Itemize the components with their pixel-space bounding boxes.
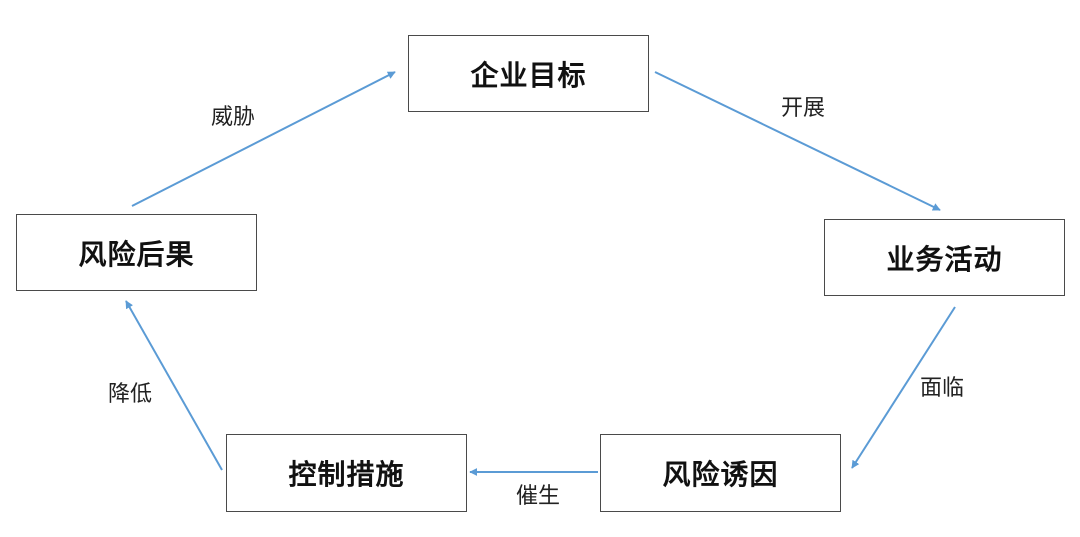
arrow-goal-to-activity <box>654 71 941 211</box>
edge-label-inducement-to-control: 催生 <box>516 484 561 509</box>
node-goal: 企业目标 <box>408 35 649 112</box>
edge-label-consequence-to-goal: 威胁 <box>211 105 256 130</box>
arrow-control-to-consequence <box>125 300 223 471</box>
node-inducement: 风险诱因 <box>600 434 841 512</box>
node-activity: 业务活动 <box>824 219 1065 296</box>
edge-label-control-to-consequence: 降低 <box>108 382 153 407</box>
arrow-consequence-to-goal <box>131 71 396 207</box>
node-consequence: 风险后果 <box>16 214 257 291</box>
arrow-activity-to-inducement <box>851 306 956 469</box>
edge-label-activity-to-inducement: 面临 <box>920 376 965 401</box>
edge-label-goal-to-activity: 开展 <box>781 96 826 121</box>
node-control: 控制措施 <box>226 434 467 512</box>
